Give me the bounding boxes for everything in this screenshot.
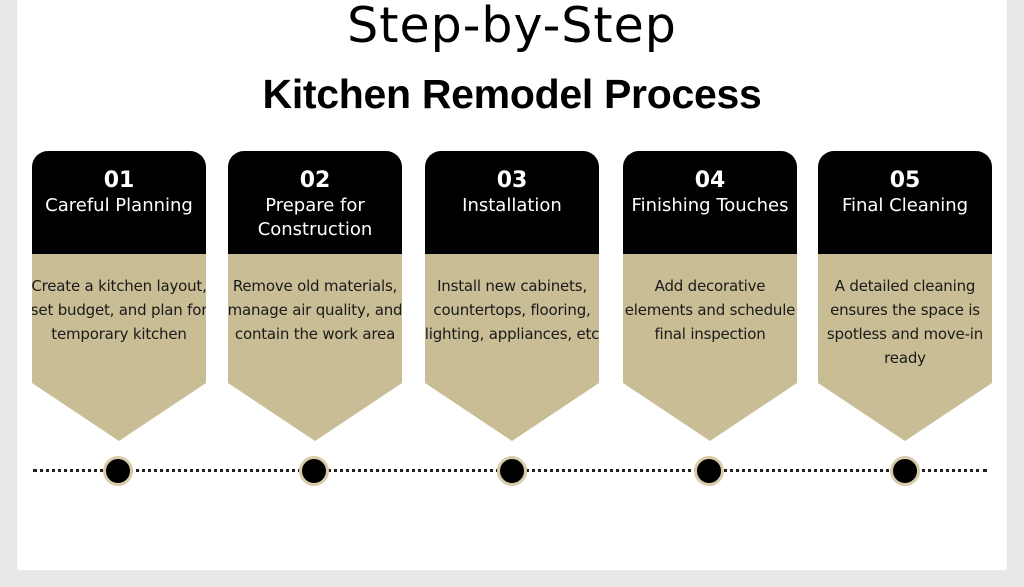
timeline-dot-4 <box>694 456 724 486</box>
step-header: 03 Installation <box>425 151 599 254</box>
step-description: Install new cabinets, countertops, floor… <box>424 277 600 343</box>
step-arrow-body: Remove old materials, manage air quality… <box>228 254 402 441</box>
step-arrow-body: A detailed cleaning ensures the space is… <box>818 254 992 441</box>
page-title: Step-by-Step <box>347 0 677 54</box>
timeline-dot-5 <box>890 456 920 486</box>
step-title: Careful Planning <box>45 195 193 216</box>
step-header: 01 Careful Planning <box>32 151 206 254</box>
infographic-card: Step-by-Step Kitchen Remodel Process 01 … <box>17 0 1007 570</box>
step-card-5: 05 Final Cleaning A detailed cleaning en… <box>818 151 992 441</box>
step-title: Installation <box>462 195 562 216</box>
step-title: Final Cleaning <box>841 195 969 216</box>
step-number: 03 <box>496 168 528 193</box>
step-arrow-body: Add decorative elements and schedule fin… <box>623 254 797 441</box>
timeline-dot-3 <box>497 456 527 486</box>
step-card-3: 03 Installation Install new cabinets, co… <box>425 151 599 441</box>
step-number: 01 <box>103 168 135 193</box>
step-number: 02 <box>299 168 331 193</box>
step-card-4: 04 Finishing Touches Add decorative elem… <box>623 151 797 441</box>
page-subtitle: Kitchen Remodel Process <box>262 71 762 117</box>
step-description: Remove old materials, manage air quality… <box>227 277 403 343</box>
step-card-2: 02 Prepare for Construction Remove old m… <box>228 151 402 441</box>
timeline-dot-2 <box>299 456 329 486</box>
timeline-dot-1 <box>103 456 133 486</box>
step-number: 05 <box>889 168 921 193</box>
step-header: 04 Finishing Touches <box>623 151 797 254</box>
step-header: 02 Prepare for Construction <box>228 151 402 254</box>
step-title: Finishing Touches <box>631 195 789 216</box>
step-description: Add decorative elements and schedule fin… <box>624 277 796 343</box>
step-arrow-body: Create a kitchen layout, set budget, and… <box>32 254 206 441</box>
step-header: 05 Final Cleaning <box>818 151 992 254</box>
step-number: 04 <box>694 168 726 193</box>
step-description: Create a kitchen layout, set budget, and… <box>30 277 208 343</box>
step-arrow-body: Install new cabinets, countertops, floor… <box>425 254 599 441</box>
step-card-1: 01 Careful Planning Create a kitchen lay… <box>32 151 206 441</box>
step-title: Prepare for Construction <box>257 195 373 240</box>
step-description: A detailed cleaning ensures the space is… <box>826 277 984 367</box>
